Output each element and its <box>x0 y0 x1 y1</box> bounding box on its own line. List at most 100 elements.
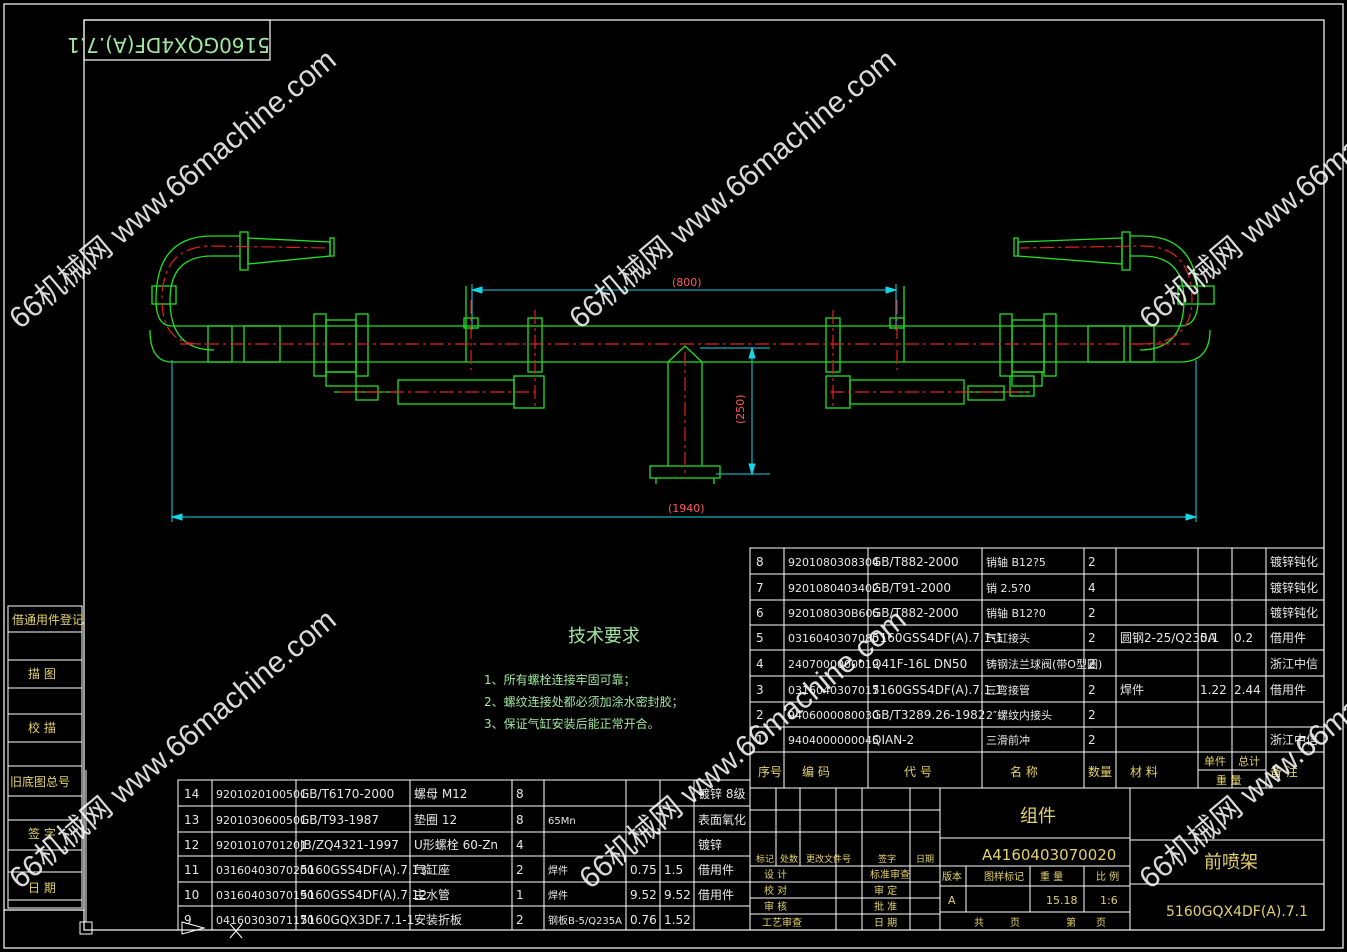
lower-bom-cell: 65Mn <box>548 816 576 827</box>
upper-bom-cell: GB/T882-2000 <box>872 606 959 620</box>
upper-bom-cell: 9406000080030 <box>788 709 879 722</box>
upper-header-weight: 重 量 <box>1216 773 1242 787</box>
lower-bom-cell: 2 <box>516 863 524 877</box>
upper-bom-cell: 借用件 <box>1270 631 1306 645</box>
upper-header-ref: 代 号 <box>904 765 932 779</box>
title-drawing-no: 5160GQX4DF(A).7.1 <box>1166 904 1308 920</box>
dim-overall: (1940) <box>668 502 705 515</box>
watermark-text: 66机械网 www.66machine.com <box>3 43 342 335</box>
upper-header-qty: 数量 <box>1088 764 1112 779</box>
upper-bom-cell: 2.44 <box>1234 683 1261 697</box>
ucs-icon <box>79 770 243 939</box>
left-strip-4: 签 字 <box>28 826 56 841</box>
rev-h-3: 签字 <box>878 853 896 865</box>
upper-bom-cell: 圆钢2-25/Q235A <box>1120 631 1217 645</box>
lower-bom-cell: GB/T93-1987 <box>300 813 379 827</box>
lower-bom-cell: 13 <box>184 813 199 827</box>
upper-bom-cell: 三滑前冲 <box>986 733 1030 747</box>
lower-bom-cell: 5160GSS4DF(A).7.13 <box>300 863 427 877</box>
title-assembly: 组件 <box>1020 806 1056 827</box>
upper-bom-cell: 8 <box>756 555 764 569</box>
assembly-view <box>149 231 1215 484</box>
upper-bom-cell: 2407000000019 <box>788 658 879 671</box>
upper-bom-cell: 0316040307080 <box>788 632 879 645</box>
upper-bom-cell: 2 <box>1088 733 1096 747</box>
upper-bom-cell: 5160GSS4DF(A).7.1.1 <box>872 683 1003 697</box>
stage-h-0: 版本 <box>942 870 962 883</box>
upper-bom-cell: 4 <box>1088 581 1096 595</box>
upper-bom-cell: 2 <box>1088 631 1096 645</box>
stage-v-2: 15.18 <box>1046 894 1078 907</box>
lower-bom-cell: 0.75 <box>630 863 657 877</box>
lower-bom-cell: 9.52 <box>630 888 657 902</box>
watermark-text: 66机械网 www.66machine.com <box>1133 43 1347 335</box>
drawing-code-rotated: 5160GQX4DF(A).7.1 <box>67 33 270 57</box>
lower-bom-cell: 9201020100501 <box>216 788 307 801</box>
title-name: 前喷架 <box>1204 852 1258 873</box>
rev-h-0: 标记 <box>756 853 774 865</box>
upper-bom-cell: 1.22 <box>1200 683 1227 697</box>
lower-bom-cell: 2 <box>516 913 524 927</box>
upper-bom-cell: 3 <box>756 683 764 697</box>
upper-bom-cell: 2 <box>1088 657 1096 671</box>
stage-v-0: A <box>948 894 956 907</box>
dim-height: (250) <box>734 394 747 424</box>
upper-bom-cell: 9404000000045 <box>788 734 879 747</box>
upper-bom-cell: 920108030B605 <box>788 607 880 620</box>
upper-bom-cell: Q41F-16L DN50 <box>872 657 967 671</box>
left-strip-3: 旧底图总号 <box>10 774 70 789</box>
tech-req-title: 技术要求 <box>568 626 640 647</box>
lower-bom-cell: 12 <box>184 838 199 852</box>
sign-1-1: 审 定 <box>874 884 897 897</box>
upper-header-name: 名 称 <box>1010 764 1038 779</box>
lower-bom-cell: 焊件 <box>548 865 568 877</box>
watermark-text: 66机械网 www.66machine.com <box>563 43 902 335</box>
upper-bom-cell: GB/T3289.26-1982 <box>872 708 985 722</box>
upper-bom-cell: 三弯接管 <box>986 683 1030 697</box>
sign-0-1: 标准审查 <box>870 868 910 881</box>
upper-bom-cell: 4 <box>756 657 764 671</box>
lower-bom-cell: 1 <box>516 888 524 902</box>
upper-bom-cell: 0.1 <box>1200 631 1219 645</box>
lower-bom-cell: 5160GSS4DF(A).7.12 <box>300 888 427 902</box>
upper-header-code: 编 码 <box>802 764 830 779</box>
left-strip-0: 借通用件登记 <box>12 612 84 627</box>
lower-bom-grid <box>177 779 751 931</box>
upper-bom-cell: 铸钢法兰球阀(带O型圈) <box>986 657 1102 671</box>
upper-bom-cell: 2 <box>1088 555 1096 569</box>
upper-bom-cell: 6 <box>756 606 764 620</box>
lower-bom-cell: 11 <box>184 863 199 877</box>
left-strip <box>7 605 83 909</box>
upper-bom-cell: 5 <box>756 631 764 645</box>
upper-bom-cell: GB/T91-2000 <box>872 581 951 595</box>
lower-bom-cell: 14 <box>184 787 199 801</box>
lower-bom-cell: 气缸座 <box>414 862 450 877</box>
stage-h-2: 重 量 <box>1040 870 1063 883</box>
lower-bom-cell: 焊件 <box>548 890 568 902</box>
left-strip-1: 描 图 <box>28 667 56 681</box>
lower-bom-cell: U形螺栓 60-Zn <box>414 837 498 852</box>
upper-bom-cell: 1 <box>756 733 764 747</box>
upper-header-unit: 单件 <box>1204 755 1226 768</box>
lower-bom-cell: 4 <box>516 838 524 852</box>
lower-bom-cell: 9201010701201 <box>216 839 307 852</box>
lower-bom-cell: 1.52 <box>664 913 691 927</box>
stage-h-1: 图样标记 <box>984 870 1024 883</box>
dimension-lines <box>170 284 1198 522</box>
upper-bom-cell: 9201080308304 <box>788 556 879 569</box>
upper-bom-cell: 2 <box>1088 683 1096 697</box>
upper-header-remark: 备 注 <box>1270 764 1298 779</box>
upper-bom-cell: 镀锌钝化 <box>1270 581 1318 595</box>
upper-bom-cell: 焊件 <box>1120 682 1144 697</box>
lower-bom-cell: 镀锌 8级 <box>698 787 745 801</box>
upper-bom-cell: 销轴 B12?5 <box>986 555 1046 569</box>
upper-bom-cell: QIAN-2 <box>872 733 914 747</box>
lower-bom-cell: JB/ZQ4321-1997 <box>299 838 399 852</box>
upper-header-material: 材 料 <box>1130 765 1158 779</box>
sign-0-0: 设 计 <box>764 868 787 881</box>
sign-3-0: 工艺审查 <box>762 916 802 929</box>
tech-req-3: 3、保证气缸安装后能正常开合。 <box>484 716 660 731</box>
stage-h-3: 比 例 <box>1096 870 1119 883</box>
